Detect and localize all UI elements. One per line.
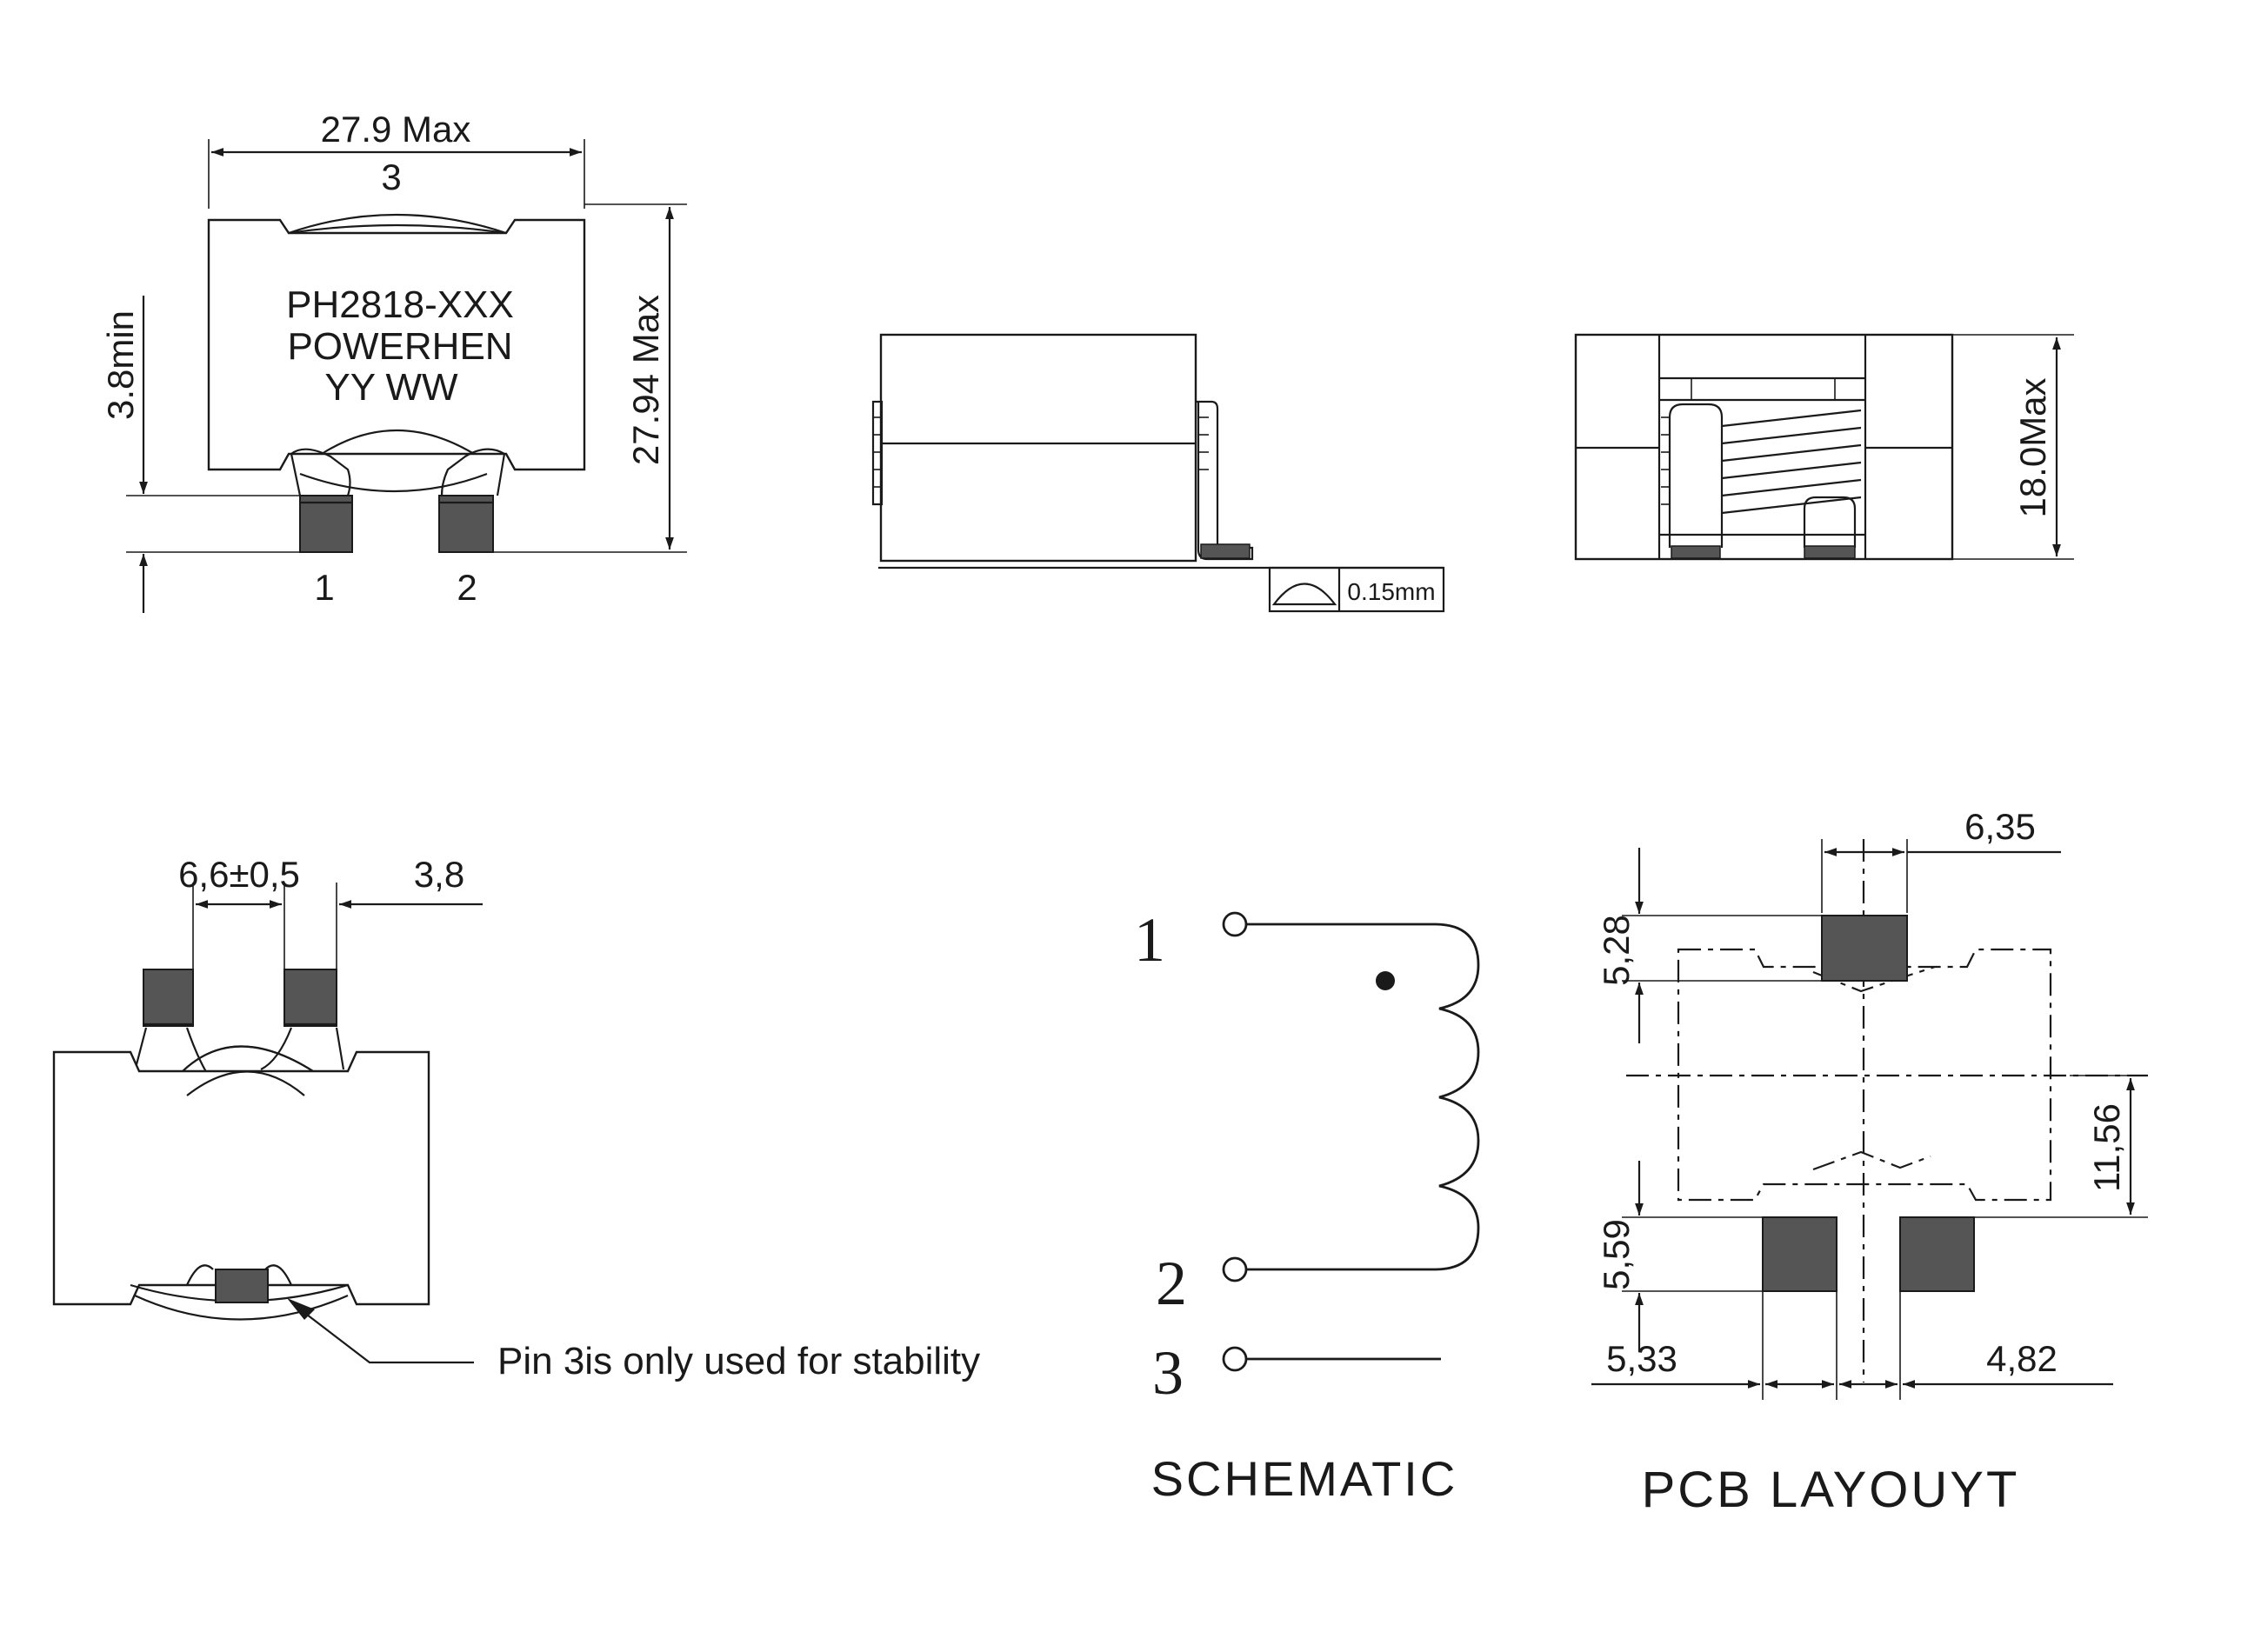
polarity-dot bbox=[1376, 971, 1395, 990]
side-view: 0.15mm bbox=[871, 333, 1445, 613]
pcb-pad-pin3 bbox=[1821, 915, 1908, 982]
top-arc bbox=[288, 213, 507, 235]
schematic-pin3-terminal bbox=[1222, 1346, 1248, 1372]
bottom-view-body bbox=[52, 1050, 430, 1306]
top-arc-inner bbox=[288, 223, 507, 235]
marking-line1: PH2818-XXX bbox=[286, 283, 514, 326]
pcb-pad-pin1 bbox=[1762, 1216, 1837, 1292]
schematic-title: SCHEMATIC bbox=[1151, 1451, 1458, 1506]
pin2-label: 2 bbox=[457, 567, 477, 608]
pin1-bend bbox=[290, 448, 351, 496]
height-label: 27.94 Max bbox=[625, 295, 666, 465]
pcb-layout-title: PCB LAYOUYT bbox=[1642, 1462, 2020, 1518]
bottom-arc bbox=[321, 429, 475, 455]
pin-gap-label: 6,6±0,5 bbox=[178, 854, 300, 895]
pin2-pad bbox=[438, 495, 494, 553]
pin2-bend-right bbox=[496, 453, 506, 496]
bottom-pin2-pad bbox=[283, 969, 337, 1027]
pin1-bend-left bbox=[290, 453, 302, 496]
pin3-top-label: 3 bbox=[381, 157, 401, 197]
pin1-pad bbox=[299, 495, 353, 553]
pcb-pad-pin2 bbox=[1899, 1216, 1975, 1292]
end-height-label: 18.0Max bbox=[2012, 377, 2053, 517]
schematic-pin2-label: 2 bbox=[1156, 1249, 1187, 1318]
terminal-min-label: 3.8min bbox=[100, 310, 141, 420]
end-view: 18.0Max bbox=[1574, 333, 2074, 561]
marking-line2: POWERHEN bbox=[287, 325, 512, 368]
pcb-body-outline bbox=[1677, 948, 2052, 1202]
pad-width-label: 3,8 bbox=[414, 854, 464, 895]
schematic-pin2-terminal bbox=[1222, 1256, 1248, 1282]
side-view-body bbox=[879, 333, 1197, 563]
coplanarity-label: 0.15mm bbox=[1347, 578, 1435, 605]
schematic-pin1-terminal bbox=[1222, 911, 1248, 937]
schematic: 1 2 3 SCHEMATIC bbox=[1134, 905, 1480, 1506]
top-view: 27.9 Max 3 PH2818-XXX POWERHEN YY WW 27.… bbox=[100, 109, 687, 613]
pin1-label: 1 bbox=[314, 567, 334, 608]
pcb-center-distance-label: 11,56 bbox=[2086, 1103, 2127, 1192]
pin3-note: Pin 3is only used for stability bbox=[497, 1340, 980, 1382]
schematic-pin3-label: 3 bbox=[1152, 1338, 1184, 1408]
pcb-bottom-pad-height-label: 5,59 bbox=[1596, 1219, 1637, 1290]
pcb-gap-label: 4,82 bbox=[1986, 1338, 2058, 1379]
pcb-layout: 6,35 5,28 11,56 5,59 5,33 4,82 PCB LAYOU… bbox=[1591, 806, 2148, 1518]
bottom-arc-lower bbox=[299, 472, 488, 493]
pcb-top-pad-height-label: 5,28 bbox=[1596, 915, 1637, 986]
pcb-left-pad-width-label: 5,33 bbox=[1606, 1338, 1677, 1379]
inductor-coil bbox=[1434, 923, 1480, 1271]
bottom-view: 6,6±0,5 3,8 Pin 3is only used for stabil… bbox=[52, 854, 980, 1382]
schematic-pin1-label: 1 bbox=[1134, 905, 1165, 975]
pin2-bend bbox=[440, 448, 505, 496]
pcb-pad-width-label: 6,35 bbox=[1964, 806, 2036, 847]
bottom-pin3-pad bbox=[215, 1269, 269, 1303]
coplanarity-box bbox=[1268, 566, 1445, 613]
bottom-pin1-pad bbox=[143, 969, 194, 1027]
marking-line3: YY WW bbox=[324, 366, 458, 409]
width-label: 27.9 Max bbox=[321, 109, 471, 150]
